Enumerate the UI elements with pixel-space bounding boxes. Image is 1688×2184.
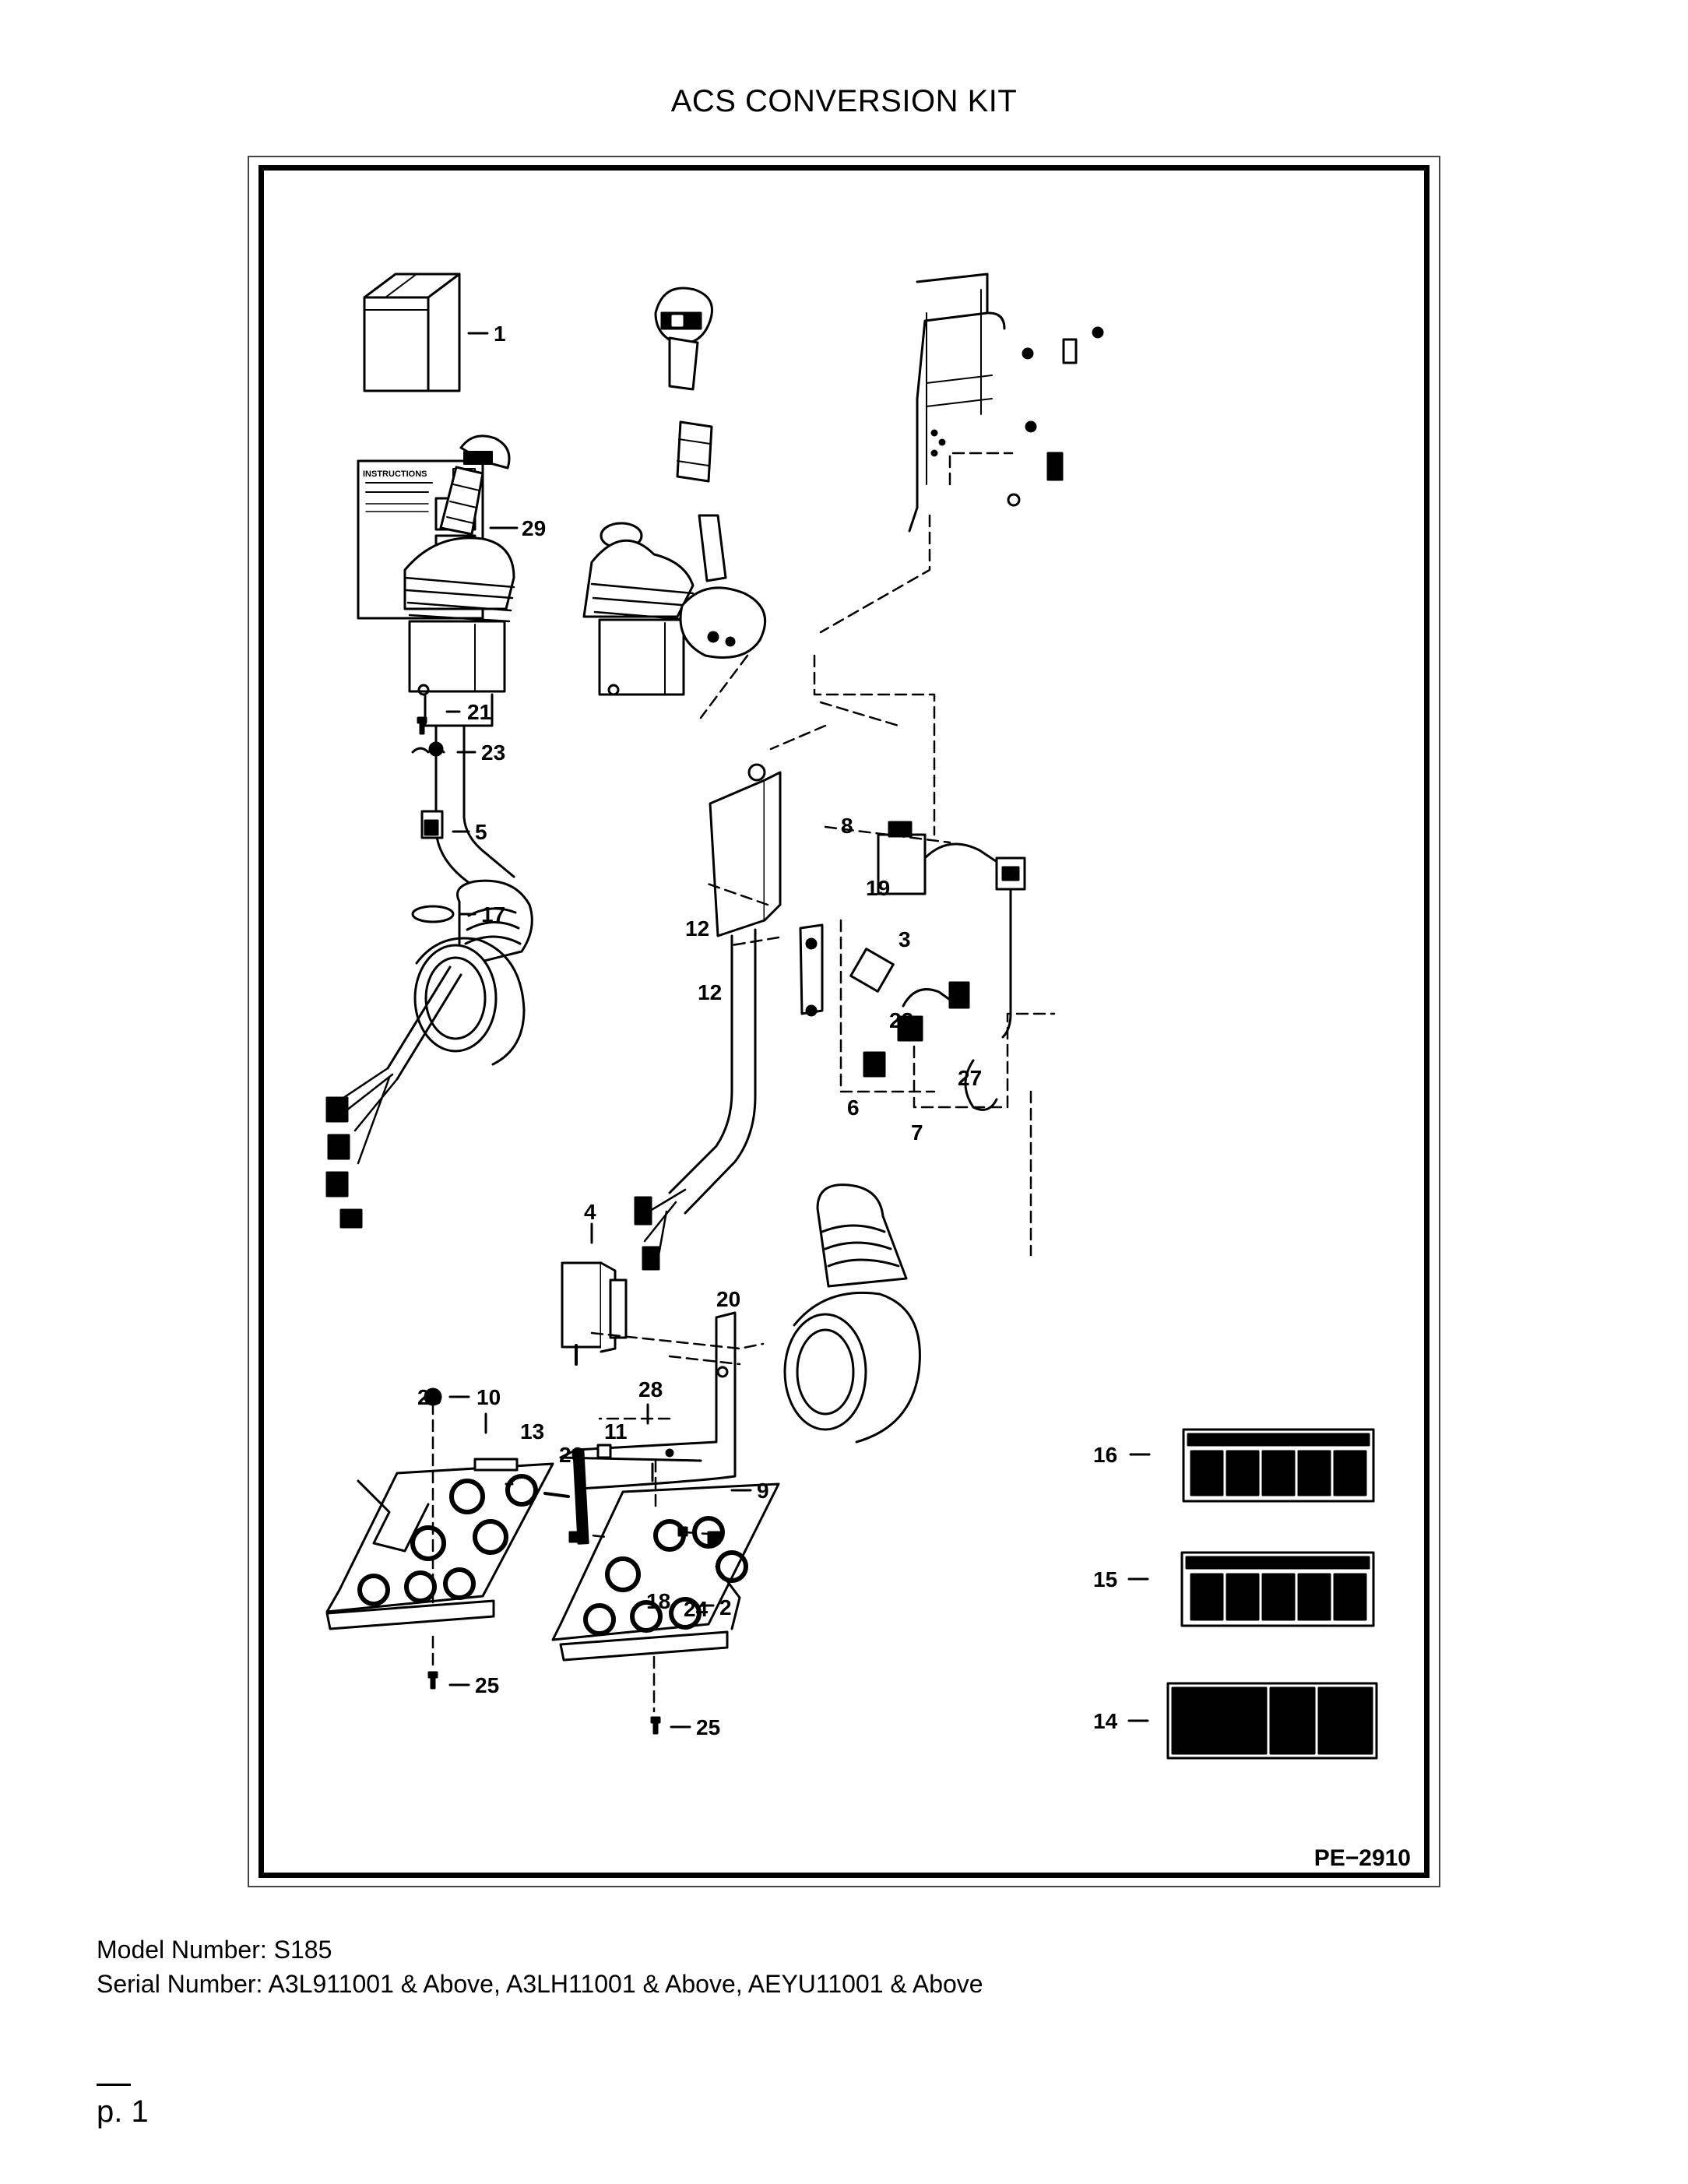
instructions-sheet-label: INSTRUCTIONS	[363, 470, 427, 479]
assembly-guide-lines	[431, 452, 1056, 1713]
callout-10: 10	[477, 1385, 501, 1409]
callout-12a: 12	[685, 916, 709, 941]
callout-18: 18	[646, 1589, 670, 1613]
small-hardware-parts	[411, 716, 455, 923]
mounting-arm-assembly	[634, 763, 782, 1271]
callout-6: 6	[847, 1096, 860, 1120]
callout-28b: 28	[638, 1377, 663, 1401]
mounting-bracket-top	[908, 273, 1104, 533]
callout-25b: 25	[696, 1715, 720, 1739]
callout-8: 8	[841, 814, 853, 838]
callout-7: 7	[911, 1120, 923, 1145]
callout-24: 24	[684, 1597, 709, 1621]
left-joystick-assembly	[325, 434, 533, 1229]
drawing-number: PE−2910	[1313, 1845, 1411, 1871]
callout-15: 15	[1093, 1567, 1117, 1591]
callout-21: 21	[467, 700, 491, 724]
callout-14: 14	[1093, 1709, 1118, 1733]
pedal-plate-right	[551, 1482, 780, 1662]
serial-number: Serial Number: A3L911001 & Above, A3LH11…	[97, 1970, 983, 1998]
callout-19: 19	[866, 876, 890, 900]
model-number: Model Number: S185	[97, 1936, 332, 1964]
valve-and-bracket	[559, 1261, 737, 1545]
kit-box-part	[363, 273, 461, 392]
callout-5: 5	[475, 820, 487, 844]
callout-13: 13	[520, 1419, 544, 1444]
callout-12b: 12	[698, 980, 722, 1004]
pedal-plate-left	[325, 1458, 554, 1630]
diagram-border	[258, 165, 1430, 1878]
callout-2: 2	[719, 1595, 732, 1620]
callout-20: 20	[716, 1287, 740, 1311]
callout-9: 9	[757, 1479, 769, 1503]
callout-11: 11	[604, 1419, 628, 1444]
callout-22: 22	[889, 1008, 913, 1032]
page-title: ACS CONVERSION KIT	[670, 84, 1018, 118]
callout-27: 27	[958, 1066, 982, 1090]
safety-decals	[1166, 1428, 1378, 1760]
callout-1: 1	[494, 322, 506, 346]
callout-16: 16	[1093, 1443, 1117, 1467]
middle-joystick-housing	[582, 522, 695, 696]
leader-lines	[445, 332, 1151, 1729]
rubber-boot-part	[783, 1183, 921, 1444]
diagram-frame: 1 29 21 23 5 17 4 20 10 28 28 26 13 11 9…	[248, 156, 1440, 1887]
callout-3: 3	[899, 927, 911, 951]
callout-26: 26	[559, 1443, 583, 1467]
exploded-parts-diagram: 1 29 21 23 5 17 4 20 10 28 28 26 13 11 9…	[325, 273, 1378, 1760]
sensor-switch-assembly	[799, 821, 1026, 1111]
callout-25a: 25	[475, 1673, 499, 1697]
callout-29: 29	[522, 516, 546, 540]
handle-grip-assembly	[654, 287, 767, 659]
callout-17: 17	[481, 902, 505, 927]
callout-23: 23	[481, 740, 505, 765]
page-number: p. 1	[97, 2094, 149, 2129]
callout-4: 4	[584, 1200, 596, 1224]
page-rule	[97, 2084, 131, 2086]
callout-28a: 28	[417, 1385, 441, 1409]
